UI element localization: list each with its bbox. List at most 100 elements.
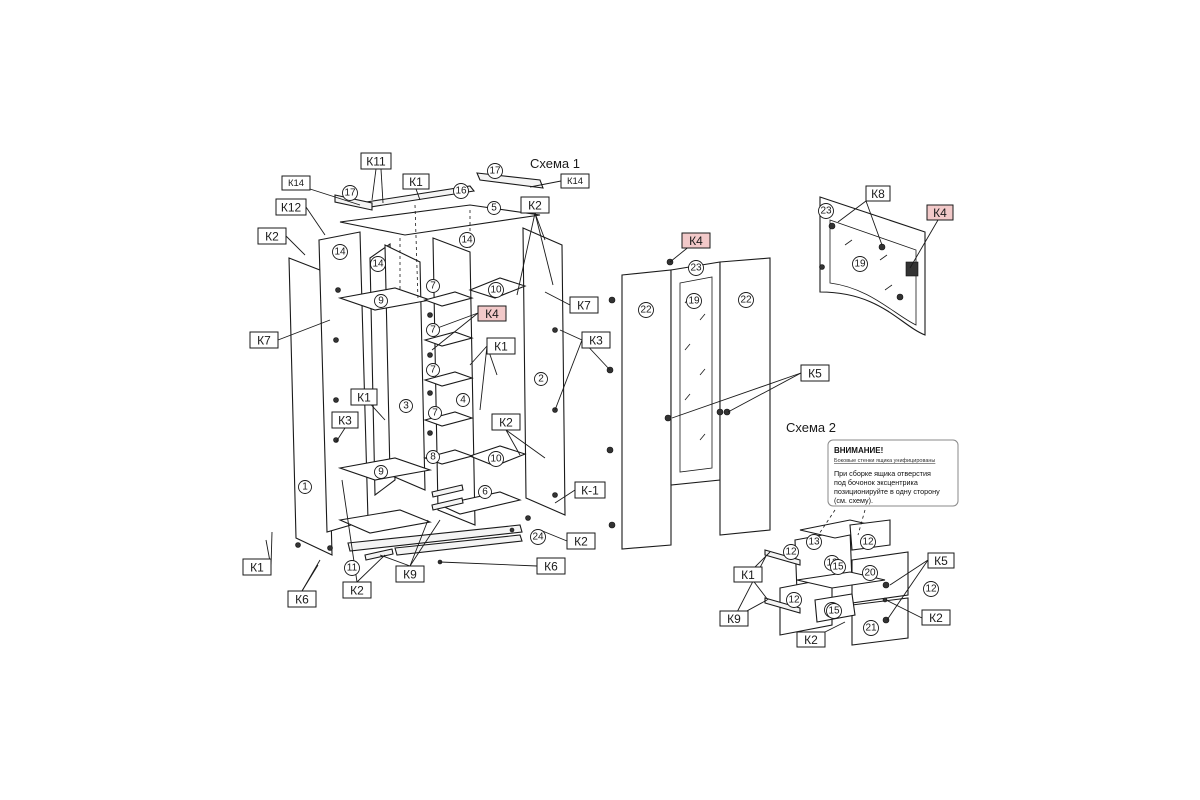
fastener-label-text: К3	[338, 414, 352, 428]
part-number-text: 21	[865, 623, 877, 634]
leader-line	[889, 559, 929, 586]
fastener-label-k14a: К14	[281, 175, 311, 191]
part-number-text: 7	[432, 408, 438, 419]
part-number-text: 23	[690, 263, 702, 274]
mirror-detail-panel	[819, 196, 926, 336]
part-number-text: 23	[820, 206, 832, 217]
leader-line	[865, 200, 883, 246]
part-number-p10a: 10	[488, 282, 504, 298]
fastener-label-text: К2	[929, 611, 943, 625]
part-number-text: 2	[538, 374, 544, 385]
part-number-s15a: 15	[830, 559, 846, 575]
fastener-label-s2_k9: К9	[719, 610, 749, 627]
fastener-label-text: К5	[934, 554, 948, 568]
fastener-label-text: К11	[366, 155, 386, 169]
part-number-text: 10	[490, 285, 502, 296]
part-number-text: 8	[430, 452, 436, 463]
part-number-text: 15	[832, 562, 844, 573]
part-number-p5: 5	[487, 201, 501, 215]
part-number-text: 9	[378, 296, 384, 307]
mirror-detail-glass	[829, 219, 917, 326]
leader-line	[554, 339, 583, 411]
part-number-text: 12	[925, 584, 937, 595]
part-number-text: 7	[430, 281, 436, 292]
fastener-label-text: К14	[288, 178, 304, 189]
part-number-d19: 19	[852, 256, 868, 272]
leader-line	[356, 554, 386, 583]
part-number-p7b: 7	[426, 323, 440, 337]
part-number-s15b: 15	[826, 603, 842, 619]
part-number-text: 12	[862, 537, 874, 548]
fastener-label-text: К9	[727, 612, 741, 626]
guide-2	[431, 497, 464, 511]
notice-pointer	[814, 509, 836, 541]
fastener-label-text: К3	[589, 334, 603, 348]
part-number-p23: 23	[688, 260, 704, 276]
part-number-p8: 8	[426, 450, 440, 464]
fastener-label-k6_bl: К6	[287, 590, 317, 608]
leader-line	[534, 212, 554, 286]
leader-line	[727, 372, 802, 413]
fastener-label-text: К6	[295, 593, 309, 607]
fastener-label-k1_top: К1	[402, 173, 430, 190]
fastener-label-text: К8	[871, 187, 885, 201]
guide-1	[431, 484, 464, 498]
leader-line	[285, 235, 306, 256]
part-callouts: 1234567777899101011141414161717192222232…	[298, 163, 939, 636]
fastener-label-text: К2	[804, 633, 818, 647]
notice-line: позиционируйте в одну сторону	[834, 487, 940, 496]
shelf-7-1	[423, 291, 474, 307]
part-number-p22b: 22	[738, 292, 754, 308]
fastener-label-k2_br: К2	[566, 532, 596, 550]
fastener-label-text: К2	[350, 584, 364, 598]
part-number-p3: 3	[399, 399, 413, 413]
part-number-s21: 21	[863, 620, 879, 636]
leader-line	[371, 168, 377, 201]
inner-left-panel	[318, 231, 369, 533]
screw-icon	[819, 264, 825, 270]
fastener-label-k9_bot: К9	[395, 565, 425, 583]
fastener-label-k7_left: К7	[249, 331, 279, 349]
handle-icon	[905, 261, 919, 277]
notice-line: При сборке ящика отверстия	[834, 469, 931, 478]
notice-subtitle: Боковые стенки ящика унифицированы	[834, 458, 935, 464]
fastener-label-k_1: К-1	[574, 481, 606, 499]
fastener-label-text: К14	[567, 176, 583, 187]
leader-line	[505, 429, 521, 456]
part-number-text: 7	[430, 365, 436, 376]
guide-3	[364, 548, 394, 561]
plinth-lower	[394, 534, 523, 556]
part-number-p14c: 14	[459, 232, 475, 248]
fastener-label-text: К7	[577, 299, 591, 313]
bottom-shelf-11	[338, 509, 432, 534]
part-number-text: 7	[430, 325, 436, 336]
fastener-label-text: К1	[357, 391, 371, 405]
leader-line	[431, 312, 479, 331]
fastener-label-k14b: К14	[560, 173, 590, 189]
leader-line	[885, 599, 923, 619]
leader-line	[837, 200, 867, 223]
part-number-text: 4	[460, 395, 466, 406]
notice-line: под бочонок эксцентрика	[834, 478, 918, 487]
part-number-d23: 23	[818, 203, 834, 219]
part-number-text: 3	[403, 401, 409, 412]
fastener-label-k2_left: К2	[257, 227, 287, 245]
leader-line	[733, 555, 767, 619]
fastener-label-text: К4	[689, 234, 703, 248]
fastener-label-text: К2	[528, 199, 542, 213]
notice-pointer	[857, 509, 866, 536]
fastener-label-k5_door: К5	[800, 364, 830, 382]
leader-line	[409, 519, 429, 567]
part-number-text: 12	[785, 547, 797, 558]
fastener-label-k4_shelf: К4	[477, 305, 507, 322]
fastener-label-text: К1	[409, 175, 423, 189]
fastener-label-text: К12	[281, 201, 302, 215]
leader-line	[439, 561, 538, 567]
fastener-label-k4_door: К4	[681, 232, 711, 249]
leader-line	[824, 621, 846, 633]
fastener-label-text: К-1	[581, 484, 599, 498]
fastener-label-k12: К12	[275, 198, 307, 216]
leader-line	[539, 529, 568, 542]
screw-icon	[828, 222, 836, 230]
leader-line	[277, 319, 331, 341]
